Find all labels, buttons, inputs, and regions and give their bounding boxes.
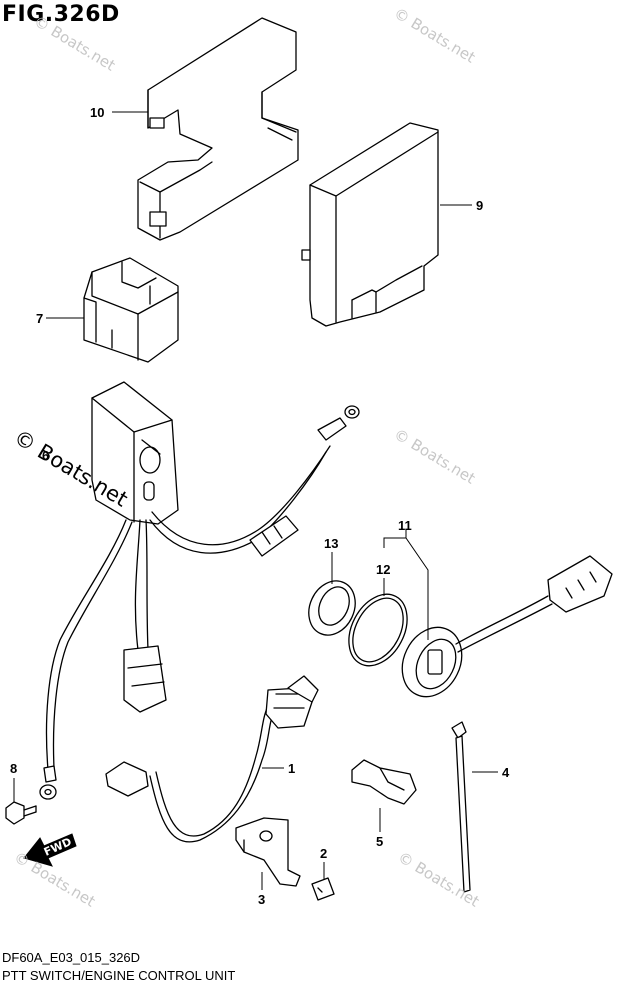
svg-text:FWD: FWD: [42, 835, 74, 859]
callout-4: 4: [502, 765, 510, 780]
part-1-harness[interactable]: [105, 675, 319, 843]
callout-6: 6: [42, 448, 49, 463]
callout-3: 3: [258, 892, 265, 907]
callout-13: 13: [324, 536, 338, 551]
callout-1: 1: [288, 761, 295, 776]
part-10-cover[interactable]: [137, 17, 299, 241]
callout-2: 2: [320, 846, 327, 861]
part-13-nut[interactable]: [300, 573, 364, 642]
callout-7: 7: [36, 311, 43, 326]
figure-title: FIG.326D: [2, 2, 120, 27]
callout-9: 9: [476, 198, 483, 213]
part-8-bolt[interactable]: [5, 801, 37, 825]
part-5-clamp[interactable]: [351, 759, 417, 805]
callout-5: 5: [376, 834, 383, 849]
callout-12: 12: [376, 562, 390, 577]
part-6-ptt-switch[interactable]: [39, 381, 360, 800]
callouts: 10 9 7 6 11 13 12 1 4 8 5 2 3: [10, 105, 510, 907]
part-7-relay[interactable]: [83, 257, 179, 363]
part-9-ecu[interactable]: [301, 122, 439, 327]
part-11-switch[interactable]: [391, 555, 613, 707]
leader-lines: [13, 111, 498, 890]
callout-8: 8: [10, 761, 17, 776]
part-3-bracket[interactable]: [235, 817, 301, 887]
part-4-cable-tie[interactable]: [451, 721, 471, 893]
callout-11: 11: [398, 518, 412, 533]
figure-caption: PTT SWITCH/ENGINE CONTROL UNIT: [2, 968, 236, 983]
callout-10: 10: [90, 105, 104, 120]
part-12-o-ring[interactable]: [337, 584, 419, 676]
figure-code: DF60A_E03_015_326D: [2, 950, 141, 965]
part-2-screw[interactable]: [311, 877, 335, 901]
